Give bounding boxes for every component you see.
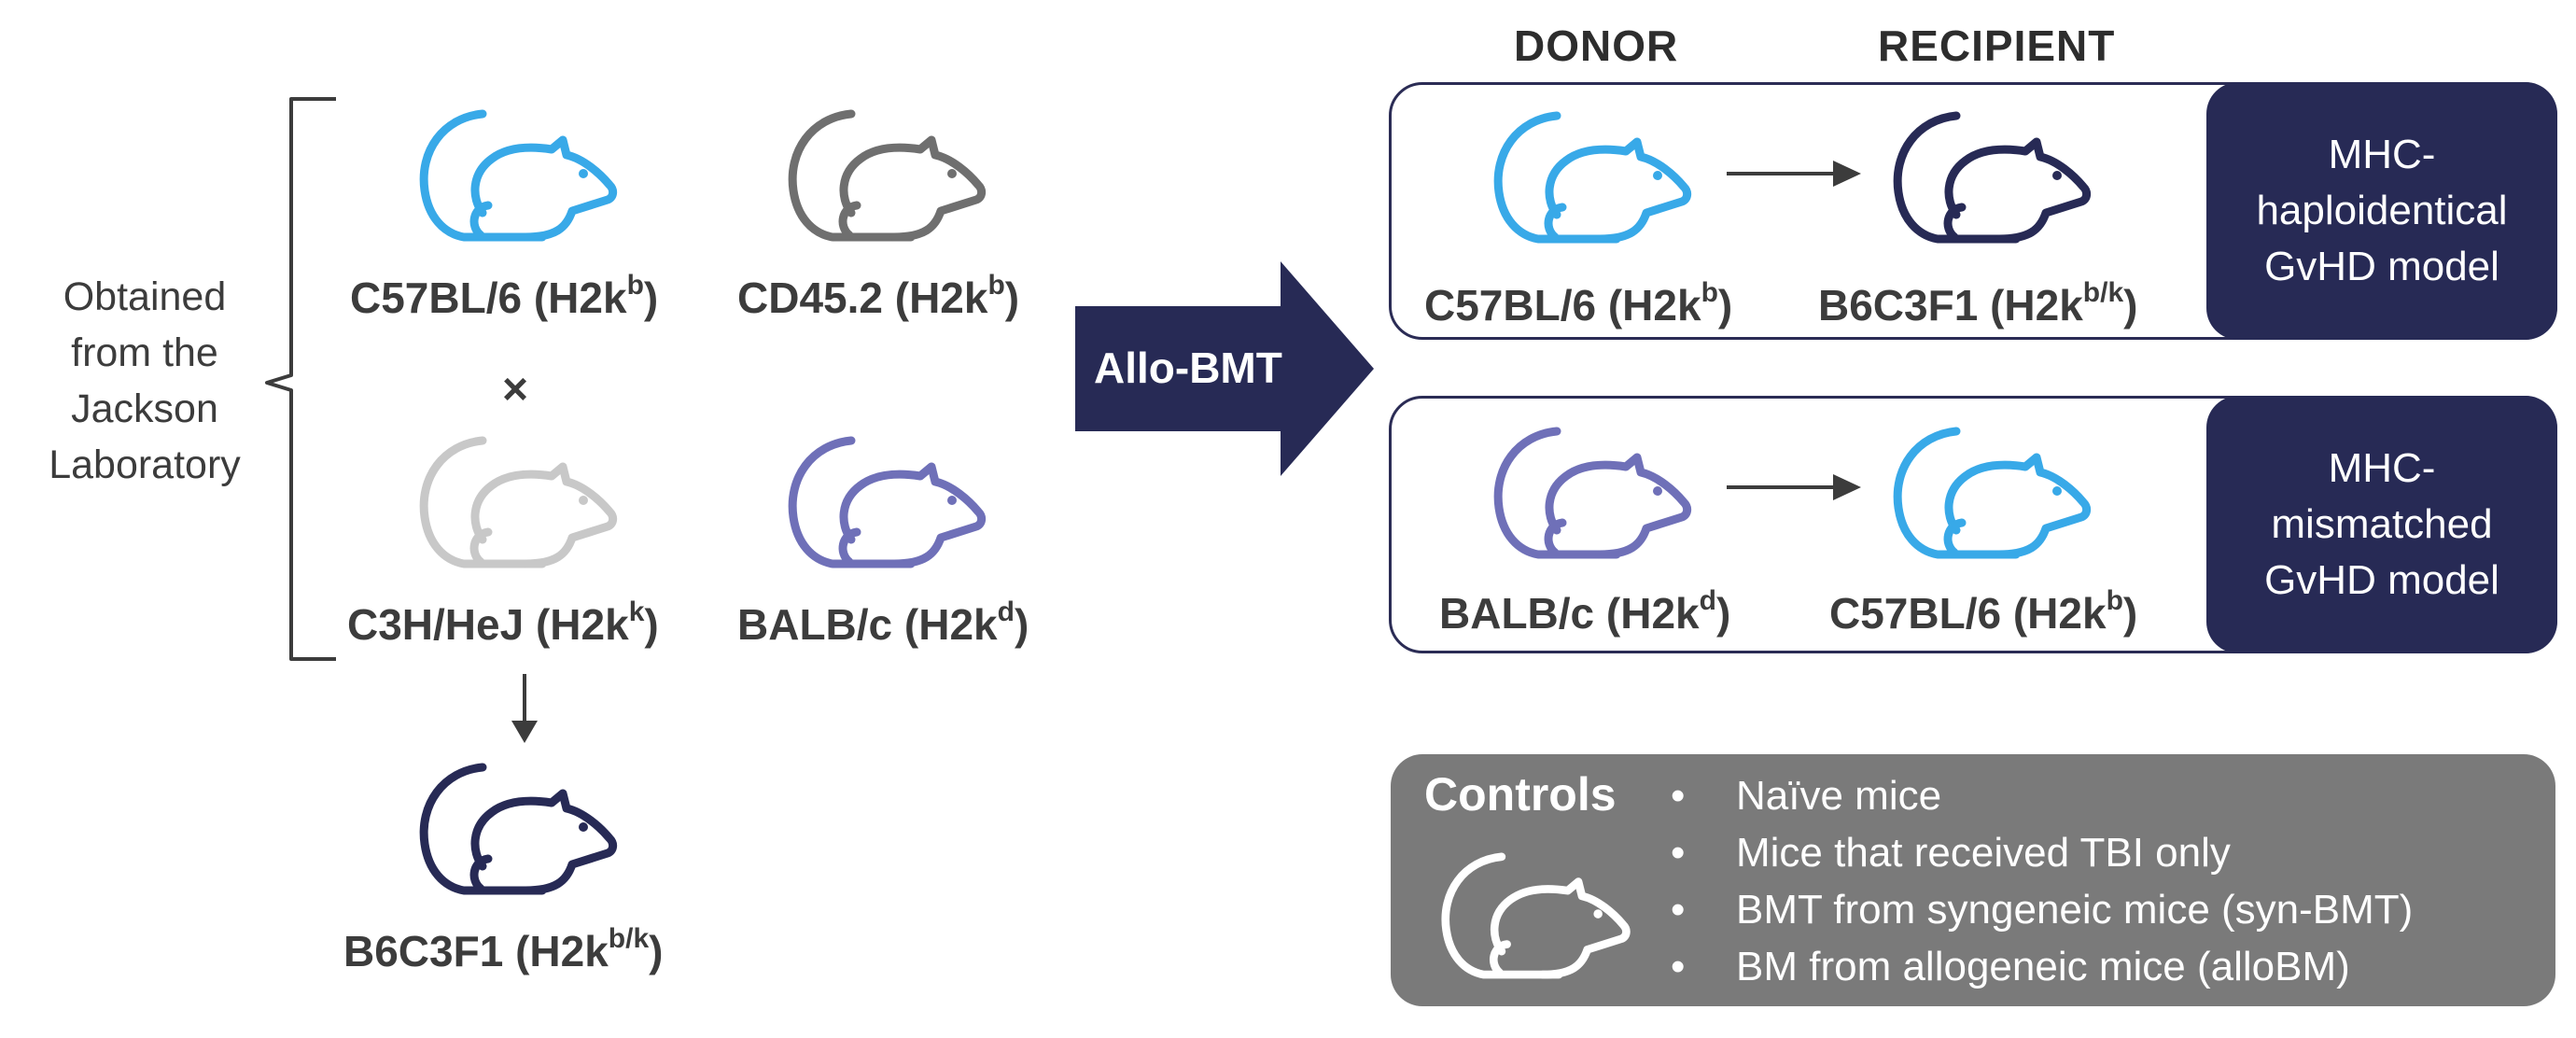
list-item: •Mice that received TBI only	[1671, 830, 2231, 876]
source-line: Jackson	[71, 386, 218, 431]
model-label-line: MHC-	[2328, 132, 2436, 177]
cross-symbol: ×	[502, 365, 529, 414]
mouse-icon-recipient-b6c3f1	[1889, 106, 2104, 246]
model-label-line: mismatched	[2271, 501, 2493, 547]
strain-label-c3h: C3H/HeJ (H2kk)	[347, 596, 659, 649]
strain-label-b6c3f1: B6C3F1 (H2kb/k)	[343, 922, 664, 975]
mouse-icon-balb	[784, 431, 999, 571]
recipient-label-2: C57BL/6 (H2kb)	[1829, 584, 2138, 638]
mouse-icon-donor-balb	[1490, 422, 1704, 562]
mouse-icon-c57	[415, 105, 630, 245]
bracket-icon	[265, 97, 336, 661]
model-label-line: haploidentical	[2256, 188, 2508, 233]
arrow-icon	[1727, 474, 1861, 500]
source-line: Laboratory	[49, 442, 241, 487]
mouse-icon-cd45	[784, 105, 999, 245]
model-label-haploidentical: MHC- haploidentical GvHD model	[2206, 82, 2557, 340]
donor-header: DONOR	[1514, 21, 1679, 70]
allo-bmt-label: Allo-BMT	[1094, 344, 1282, 392]
model-label-mismatched: MHC- mismatched GvHD model	[2206, 396, 2557, 653]
strain-label-cd45: CD45.2 (H2kb)	[737, 269, 1020, 322]
list-item: •Naïve mice	[1671, 773, 1942, 819]
source-line: from the	[71, 330, 218, 375]
source-line: Obtained	[63, 274, 227, 319]
model-label-line: MHC-	[2328, 445, 2436, 491]
arrow-icon	[511, 674, 538, 743]
strain-label-balb: BALB/c (H2kd)	[737, 596, 1029, 649]
model-label-line: GvHD model	[2264, 244, 2499, 289]
controls-title: Controls	[1424, 768, 1617, 821]
source-text: Obtained from the Jackson Laboratory	[19, 269, 271, 493]
model-label-line: GvHD model	[2264, 557, 2499, 603]
mouse-icon-recipient-c57	[1889, 422, 2104, 562]
mouse-icon-b6c3f1	[415, 758, 630, 898]
controls-panel	[1391, 754, 2555, 1006]
controls-list: •Naïve mice •Mice that received TBI only…	[1671, 767, 2413, 995]
mouse-icon-control	[1437, 848, 1643, 982]
strain-label-c57: C57BL/6 (H2kb)	[350, 269, 659, 322]
recipient-header: RECIPIENT	[1878, 21, 2116, 70]
donor-label-1: C57BL/6 (H2kb)	[1424, 276, 1733, 330]
list-item: •BM from allogeneic mice (alloBM)	[1671, 944, 2350, 989]
arrow-icon	[1727, 161, 1861, 187]
donor-label-2: BALB/c (H2kd)	[1439, 584, 1731, 638]
recipient-label-1: B6C3F1 (H2kb/k)	[1818, 276, 2138, 330]
mouse-icon-donor-c57	[1490, 106, 1704, 246]
list-item: •BMT from syngeneic mice (syn-BMT)	[1671, 887, 2414, 933]
allo-bmt-arrow-icon	[1075, 261, 1374, 476]
mouse-icon-c3h	[415, 431, 630, 571]
